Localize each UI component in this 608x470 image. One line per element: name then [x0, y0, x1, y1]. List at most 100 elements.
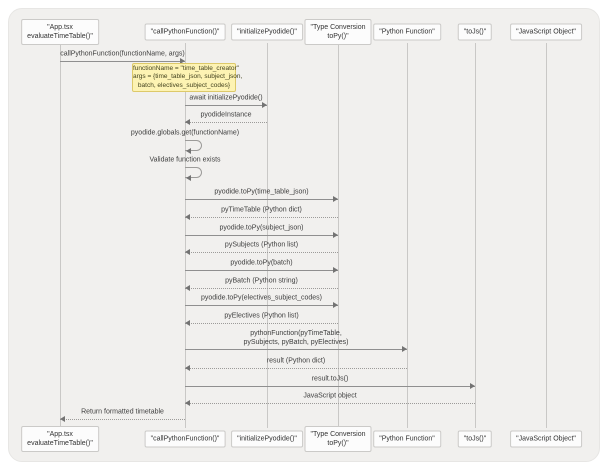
message-label-14: pythonFunction(pyTimeTable,pySubjects, p… [243, 330, 348, 349]
arrowhead-2 [262, 102, 267, 108]
participant-label: evaluateTimeTable()" [27, 440, 93, 447]
note-text: args = {time_table_json, subject_json, [133, 73, 243, 81]
message-text: await initializePyodide() [189, 94, 263, 102]
participant-pyfn-top: "Python Function" [373, 23, 441, 41]
participant-pyfn-bottom: "Python Function" [373, 430, 441, 448]
message-label-0: callPythonFunction(functionName, args) [60, 51, 185, 62]
lifeline-jsobj [546, 43, 547, 428]
arrowhead-18 [60, 416, 65, 422]
arrowhead-3 [185, 119, 190, 125]
message-line-9 [185, 252, 338, 253]
participant-label: "JavaScript Object" [516, 28, 576, 36]
message-text: pyBatch (Python string) [225, 277, 298, 285]
participant-label: "toJs()" [463, 28, 487, 36]
participant-label: "Python Function" [379, 28, 435, 36]
message-text: pyodideInstance [200, 111, 252, 119]
participant-label: evaluateTimeTable()" [27, 33, 93, 40]
message-text: pySubjects (Python list) [224, 241, 299, 249]
message-text: result.toJs() [311, 375, 349, 383]
message-line-8 [185, 235, 338, 236]
message-line-2 [185, 105, 267, 106]
participant-label: "initializePyodide()" [237, 435, 297, 443]
message-label-6: pyodide.toPy(time_table_json) [214, 189, 308, 200]
message-line-13 [185, 323, 338, 324]
message-label-17: JavaScript object [303, 393, 356, 404]
note-text: functionName = "time_table_creator" [133, 64, 239, 72]
message-text: pythonFunction(pyTimeTable, [250, 330, 342, 337]
participant-app-top: "App.tsx evaluateTimeTable()" [21, 19, 99, 45]
lifeline-tojs [475, 43, 476, 428]
message-text: pyodide.toPy(electives_subject_codes) [200, 294, 323, 302]
message-line-3 [185, 122, 267, 123]
message-label-12: pyodide.toPy(electives_subject_codes) [201, 295, 322, 306]
message-text: pyTimeTable (Python dict) [221, 206, 302, 214]
arrowhead-0 [180, 58, 185, 64]
participant-label: "toJs()" [463, 435, 487, 443]
message-text: pyodide.globals.get(functionName) [130, 129, 240, 137]
arrowhead-17 [185, 400, 190, 406]
message-label-2: await initializePyodide() [189, 95, 262, 106]
message-label-16: result.toJs() [312, 376, 349, 387]
participant-label: toPy()" [327, 33, 349, 40]
participant-label: "Python Function" [379, 435, 435, 443]
participant-topy-top: "Type Conversion toPy()" [304, 19, 372, 45]
participant-label: "callPythonFunction()" [150, 28, 220, 36]
arrowhead-6 [333, 196, 338, 202]
participant-init-bottom: "initializePyodide()" [231, 430, 303, 448]
message-label-9: pySubjects (Python list) [225, 242, 298, 253]
self-loop-5 [185, 167, 202, 178]
arrowhead-10 [333, 267, 338, 273]
self-message-label-4: pyodide.globals.get(functionName) [131, 130, 239, 141]
message-text: pyodide.toPy(batch) [230, 259, 293, 267]
lifeline-topy [338, 43, 339, 428]
message-line-18 [60, 419, 185, 420]
lifeline-app [60, 43, 61, 428]
message-text: pySubjects, pyBatch, pyElectives) [243, 338, 349, 346]
arrowhead-16 [470, 383, 475, 389]
arrowhead-8 [333, 232, 338, 238]
message-line-16 [185, 386, 475, 387]
participant-tojs-top: "toJs()" [457, 23, 493, 41]
note-text: batch, electives_subject_codes} [137, 81, 231, 89]
arrowhead-15 [185, 365, 190, 371]
arrowhead-14 [402, 346, 407, 352]
message-text: Validate function exists [149, 156, 221, 164]
message-label-10: pyodide.toPy(batch) [230, 260, 292, 271]
participant-label: "callPythonFunction()" [150, 435, 220, 443]
message-text: pyodide.toPy(time_table_json) [214, 188, 309, 196]
participant-init-top: "initializePyodide()" [231, 23, 303, 41]
participant-call-top: "callPythonFunction()" [144, 23, 226, 41]
arrowhead-7 [185, 214, 190, 220]
participant-jsobj-bottom: "JavaScript Object" [510, 430, 582, 448]
message-line-7 [185, 217, 338, 218]
message-label-15: result (Python dict) [267, 358, 325, 369]
participant-label: toPy()" [327, 440, 349, 447]
participant-label: "JavaScript Object" [516, 435, 576, 443]
message-line-10 [185, 270, 338, 271]
message-text: callPythonFunction(functionName, args) [60, 50, 185, 58]
arrowhead-11 [185, 285, 190, 291]
message-text: Return formatted timetable [81, 408, 164, 416]
participant-label: "initializePyodide()" [237, 28, 297, 36]
message-line-14 [185, 349, 407, 350]
message-label-11: pyBatch (Python string) [225, 278, 298, 289]
participant-label: "Type Conversion [310, 24, 366, 31]
participant-label: "Type Conversion [310, 431, 366, 438]
self-loop-4 [185, 140, 202, 151]
arrowhead-13 [185, 320, 190, 326]
message-line-6 [185, 199, 338, 200]
message-text: pyElectives (Python list) [224, 312, 299, 320]
participant-tojs-bottom: "toJs()" [457, 430, 493, 448]
participant-jsobj-top: "JavaScript Object" [510, 23, 582, 41]
message-label-13: pyElectives (Python list) [224, 313, 298, 324]
participant-label: "App.tsx [47, 24, 73, 31]
message-line-0 [60, 61, 185, 62]
participant-call-bottom: "callPythonFunction()" [144, 430, 226, 448]
self-arrowhead-5 [186, 175, 191, 181]
lifeline-pyfn [407, 43, 408, 428]
note-box: functionName = "time_table_creator"args … [132, 63, 243, 92]
message-label-18: Return formatted timetable [81, 409, 164, 420]
message-line-11 [185, 288, 338, 289]
